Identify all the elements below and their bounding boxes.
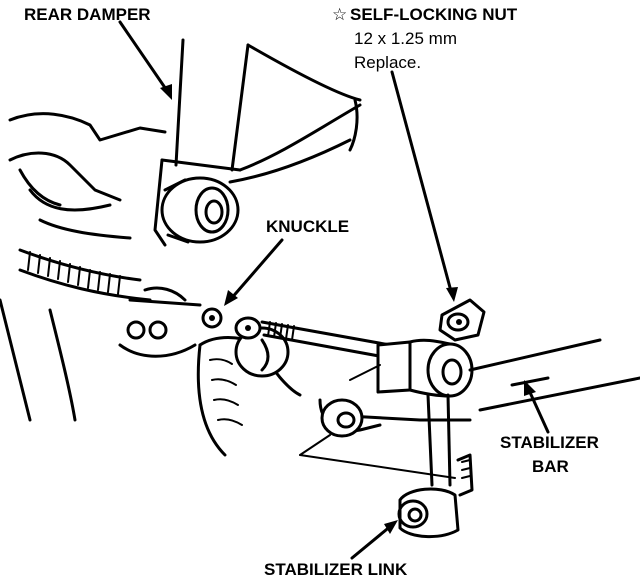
label-self-locking-nut: SELF-LOCKING NUT: [350, 5, 518, 24]
knuckle-assembly: [0, 43, 362, 457]
link-bolt: [201, 307, 392, 360]
label-stabilizer-bar-line1: STABILIZER: [500, 433, 599, 452]
damper-eye-bushing: [160, 176, 240, 244]
label-stabilizer-bar-line2: BAR: [532, 457, 569, 476]
rear-damper: [153, 38, 250, 247]
label-nut-size: 12 x 1.25 mm: [354, 29, 457, 48]
label-knuckle: KNUCKLE: [266, 217, 349, 236]
self-locking-nut: [438, 298, 486, 342]
stabilizer-bar: [299, 338, 640, 479]
arrowhead: [224, 290, 238, 306]
arrowhead: [524, 380, 536, 396]
label-rear-damper: REAR DAMPER: [24, 5, 151, 24]
arrowhead: [384, 520, 398, 534]
stabilizer-link-assembly: [376, 298, 486, 539]
arrowhead: [446, 287, 458, 302]
label-nut-note: Replace.: [354, 53, 421, 72]
label-stabilizer-link: STABILIZER LINK: [264, 560, 408, 579]
arrowhead: [160, 84, 172, 100]
leader-arrows: [118, 20, 550, 560]
star-icon: ☆: [332, 5, 347, 24]
